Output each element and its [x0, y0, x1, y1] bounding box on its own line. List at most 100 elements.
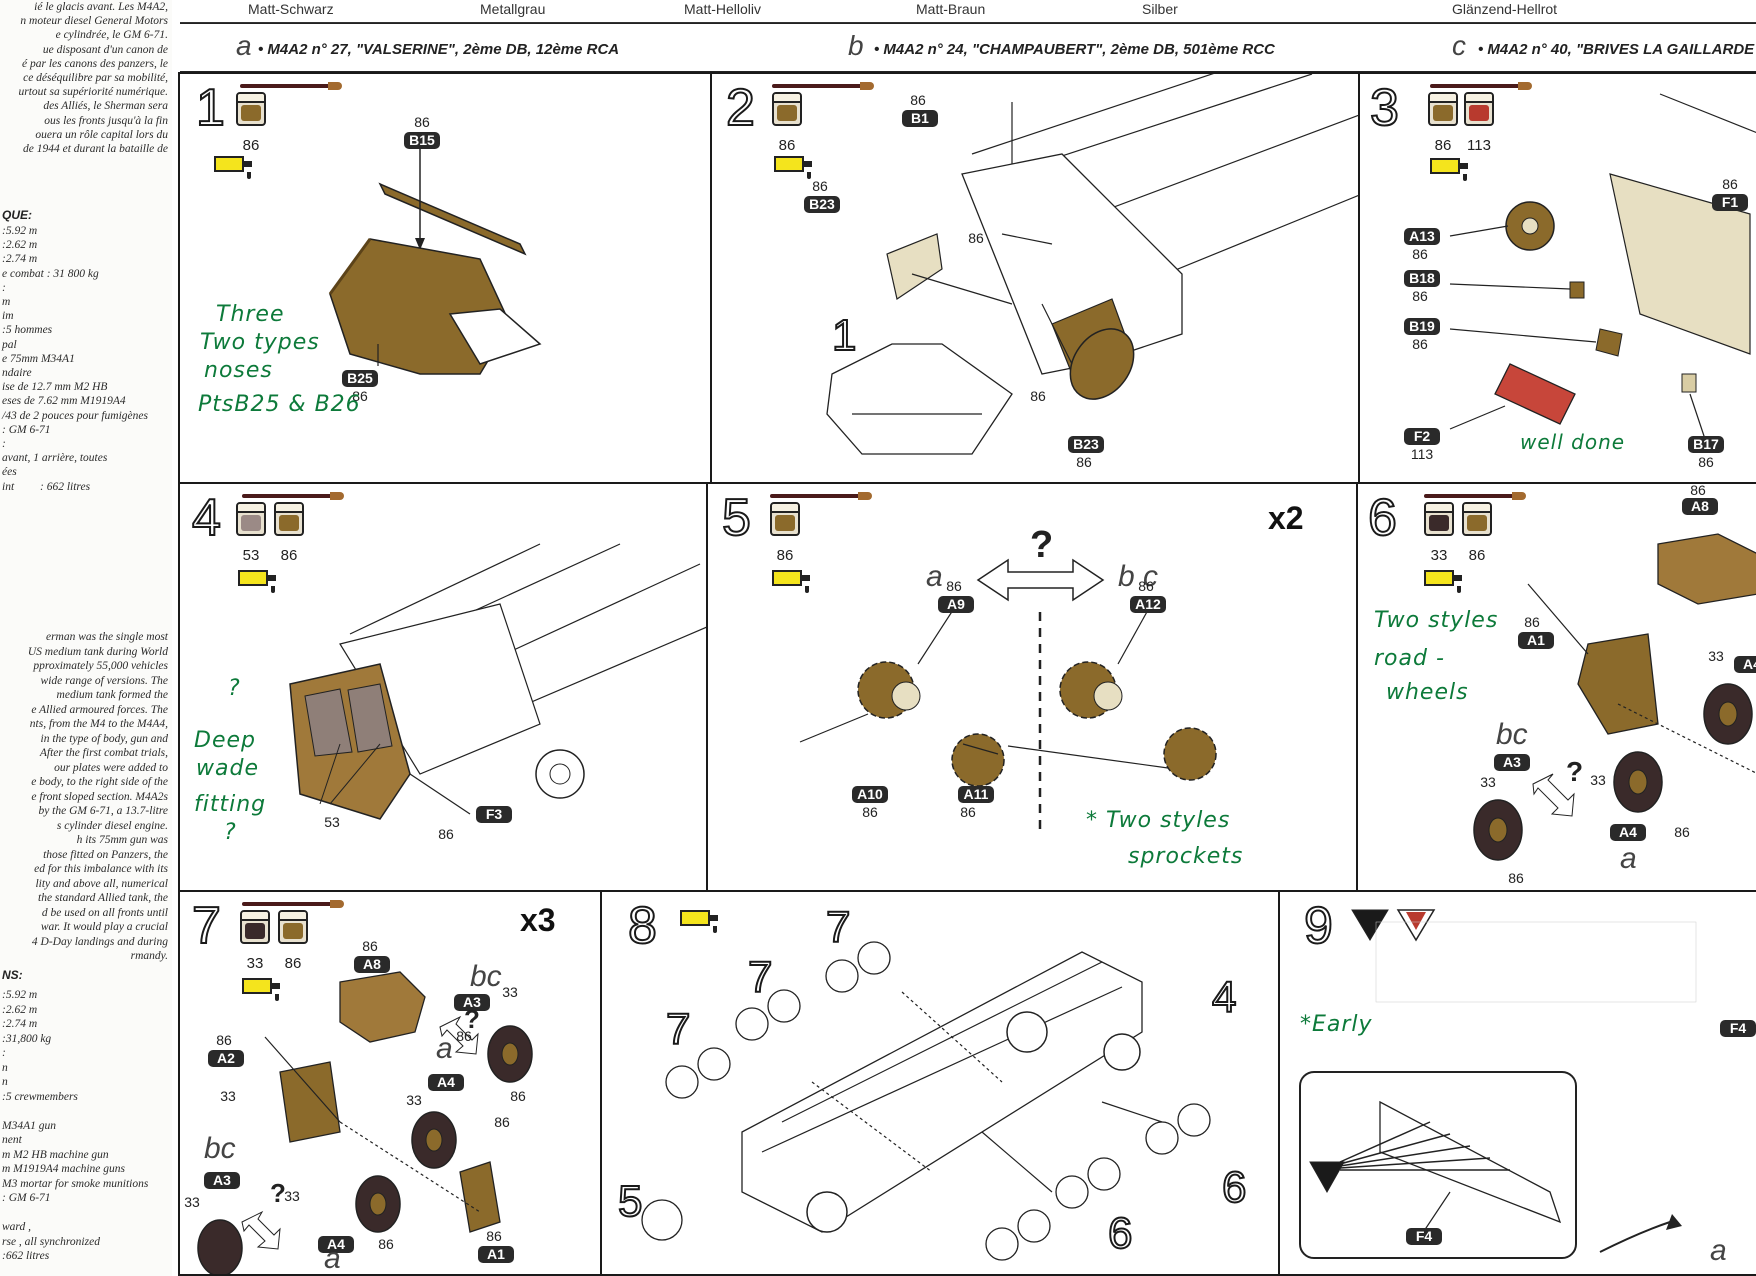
paint-name-bar: Matt-Schwarz Metallgrau Matt-Helloliv Ma… [180, 0, 1756, 23]
step-number: 5 [721, 489, 752, 547]
brush-icon [242, 900, 344, 908]
left-text-line: : [2, 281, 6, 294]
part-label: A9 [938, 596, 974, 613]
handwritten-note: fitting [194, 792, 267, 817]
part-label: A4 [428, 1074, 464, 1091]
step-6-drawing [1473, 533, 1756, 861]
paint-number: 86 [776, 547, 794, 564]
part-paint-number: 86 [1674, 824, 1690, 840]
left-text-line: our plates were added to [54, 761, 168, 774]
part-paint-number: 86 [1138, 578, 1154, 594]
paint-name: Glänzend-Hellrot [1452, 1, 1558, 17]
handwritten-note: Two types [200, 330, 320, 355]
left-text-line: After the first combat trials, [39, 747, 168, 759]
version-letter: b c [1118, 560, 1159, 593]
step-5-panel: 5 86 x2 ? a b c 86 A9 86 A12 A10 86 A11 … [706, 482, 1358, 892]
handwritten-note: ? [224, 820, 237, 845]
brush-icon [1424, 492, 1526, 500]
left-text-line: nts, from the M4 to the M4A4, [29, 718, 168, 730]
part-paint-number: 86 [1524, 614, 1540, 630]
version-letter: a [236, 30, 252, 61]
version-letter: bc [1496, 718, 1528, 751]
step-number: 6 [1367, 489, 1398, 547]
part-paint-number: 86 [1412, 336, 1428, 352]
left-text-line: :2.62 m [2, 239, 38, 252]
left-text-line: M3 mortar for smoke munitions [2, 1177, 149, 1190]
left-text-line: medium tank formed the [56, 689, 168, 701]
question-mark: ? [464, 1004, 480, 1034]
section-heading: QUE: [2, 208, 32, 222]
part-label: A13 [1404, 228, 1440, 245]
part-label: B25 [342, 370, 378, 387]
left-text-line: wide range of versions. The [40, 674, 168, 687]
brush-icon [242, 492, 344, 500]
section-heading: NS: [2, 968, 23, 982]
left-text-line: war. It would play a crucial [40, 921, 168, 933]
brush-icon [240, 82, 342, 90]
part-paint-number: 86 [414, 114, 430, 130]
part-paint-number: 86 [1722, 176, 1738, 192]
step-7-panel: 7 33 86 x3 86 A8 86 A2 A3 33 A4 33 A3 33… [178, 890, 602, 1276]
paint-name: Metallgrau [480, 1, 546, 17]
step-8-drawing [641, 941, 1211, 1261]
handwritten-note: wheels [1386, 680, 1469, 705]
paint-can-icon [240, 910, 270, 944]
left-text-line: ise de 12.7 mm M2 HB [2, 381, 108, 394]
glue-tube-icon [1424, 570, 1462, 593]
paint-can-icon [278, 910, 308, 944]
part-paint-number: 113 [1410, 446, 1434, 462]
step-reference: 7 [747, 952, 774, 1003]
part-label: A3 [454, 994, 490, 1011]
left-text-line: :5 crewmembers [2, 1090, 78, 1103]
handwritten-note: sprockets [1128, 844, 1244, 869]
step-number: 2 [725, 79, 756, 137]
left-text-line: ed for this imbalance with its [34, 863, 168, 875]
part-label: A4 [1734, 656, 1756, 673]
left-text-line: ié le glacis avant. Les M4A2, [34, 1, 168, 13]
part-label: A4 [1610, 824, 1646, 841]
left-text-line: :31,800 kg [2, 1032, 52, 1045]
left-text-line: : GM 6-71 [2, 1192, 51, 1204]
left-text-line: :662 litres [2, 1250, 50, 1262]
part-label: F1 [1712, 194, 1748, 211]
glue-tube-icon [238, 570, 276, 593]
step-8-panel: 8 7 7 7 4 5 6 6 [600, 890, 1280, 1276]
part-label: F2 [1404, 428, 1440, 445]
left-text-line: : [2, 438, 6, 450]
part-paint-number: 33 [184, 1194, 200, 1210]
left-text-line: rmandy. [130, 950, 168, 962]
part-paint-number: 86 [1698, 454, 1714, 470]
part-paint-number: 86 [456, 1028, 472, 1044]
part-paint-number: 86 [352, 388, 368, 404]
left-text-line: rse , all synchronized [2, 1235, 100, 1248]
left-text-line: nent [2, 1134, 22, 1146]
paint-number: 86 [280, 547, 298, 564]
handwritten-note: Three [216, 302, 285, 327]
left-text-line: ue disposant d'un canon de [42, 43, 168, 56]
paint-number: 86 [778, 137, 796, 154]
paint-number: 33 [246, 955, 264, 972]
part-label: A8 [1682, 498, 1718, 515]
part-paint-number: 86 [946, 578, 962, 594]
step-2-drawing [826, 74, 1358, 455]
left-text-line: n moteur diesel General Motors [20, 15, 168, 28]
glue-tube-icon [774, 156, 812, 179]
part-paint-number: 86 [378, 1236, 394, 1252]
handwritten-note: ? [228, 676, 241, 701]
brush-icon [772, 82, 874, 90]
left-text-column: ié le glacis avant. Les M4A2, n moteur di… [0, 0, 172, 1276]
part-paint-number: 86 [862, 804, 878, 820]
step-1-panel: 1 86 86 B15 B25 86 Three Two types noses… [178, 72, 712, 484]
left-text-line: ous les fronts jusqu'à la fin [44, 114, 168, 127]
step-9-panel: 9 F4 F4 *Early a [1278, 890, 1756, 1276]
left-text-line: des Alliés, le Sherman sera [43, 100, 168, 113]
part-label: B23 [804, 196, 840, 213]
left-text-line: /43 de 2 pouces pour fumigènes [2, 409, 148, 422]
part-paint-number: 86 [216, 1032, 232, 1048]
part-paint-number: 86 [362, 938, 378, 954]
multiplier: x2 [1268, 500, 1304, 536]
left-text-line: ce déséquilibre par sa mobilité, [23, 72, 168, 84]
paint-can-icon [1462, 502, 1492, 536]
part-label: B17 [1688, 436, 1724, 453]
brush-icon [1430, 82, 1532, 90]
